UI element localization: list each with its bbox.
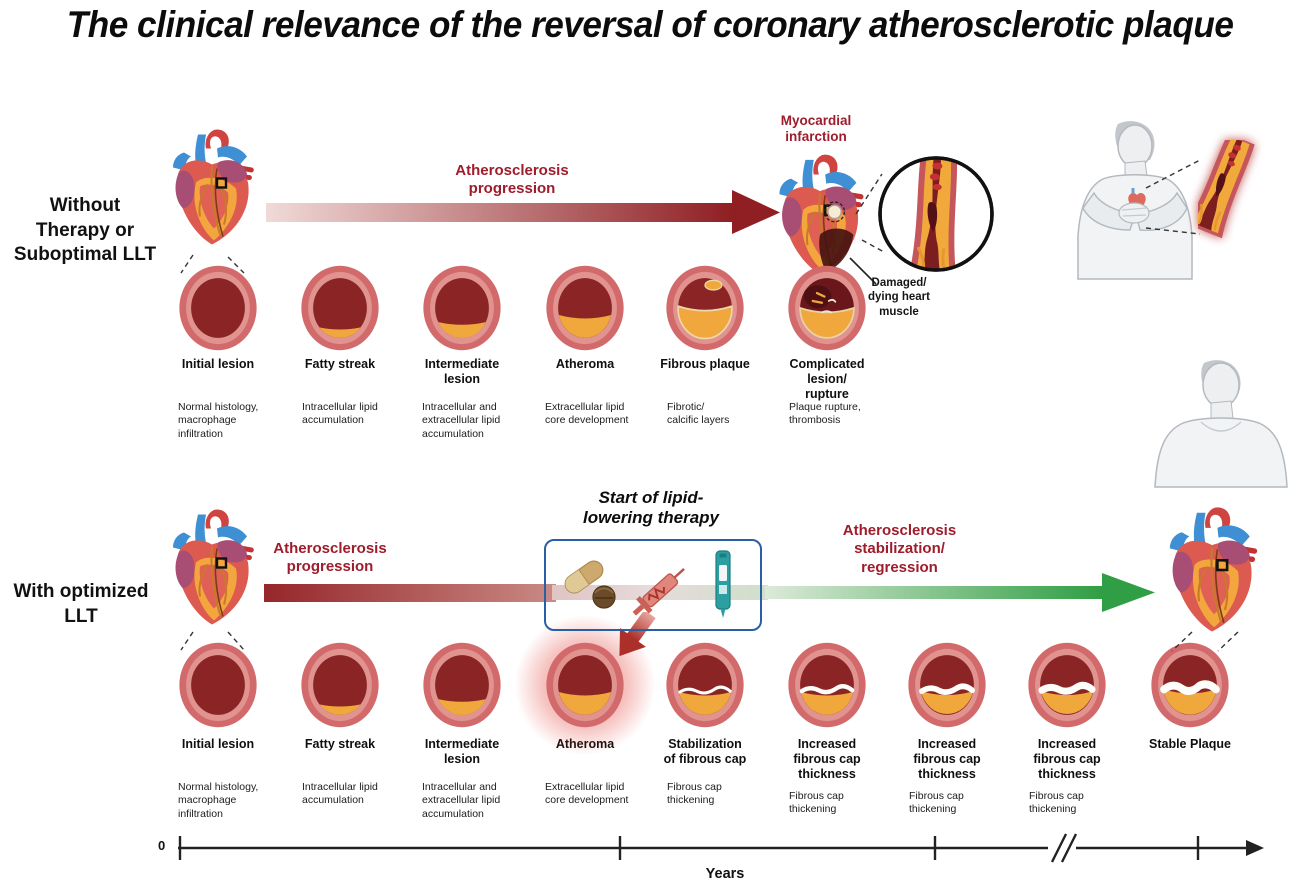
row-label-without-llt: Without Therapy or Suboptimal LLT [13,195,157,266]
tablet-icon [592,585,616,609]
progression-arrow-bottom [264,584,556,602]
heart-illustration-baseline-top [162,120,262,255]
heart-illustration-infarcted [768,146,872,284]
occluded-artery-longitudinal [908,158,958,270]
stage-name: Fibrous plaque [660,357,750,371]
years-axis [178,832,1264,864]
vessel-cross-section [298,264,382,352]
chest-pain-person-figure [1077,121,1193,280]
stage-desc: Intracellular lipid accumulation [302,781,378,807]
vessel-cross-section [663,264,747,352]
vessel-cross-section [420,264,504,352]
stage-desc: Intracellular and extracellular lipid ac… [422,401,501,440]
stage-desc: Normal histology, macrophage infiltratio… [178,401,259,440]
stage-desc: Fibrous cap thickening [1029,790,1084,816]
stage-name: Initial lesion [181,357,255,371]
vessel-cross-section [543,264,627,352]
stage-name: Stable Plaque [1149,737,1231,751]
regression-arrow [765,573,1155,612]
stage-name: Increased fibrous cap thickness [1033,737,1101,781]
stage-name: Fatty streak [304,737,376,751]
figure-title-row: The clinical relevance of the reversal o… [0,4,1300,46]
stage-name: Atheroma [555,357,615,371]
figure-title: The clinical relevance of the reversal o… [66,4,1234,45]
row-label-with-llt: With optimized LLT [13,581,149,627]
stage-desc: Plaque rupture, thrombosis [789,401,861,427]
stage-name: Stabilization of fibrous cap [663,737,747,766]
vessel-cross-section [1148,641,1232,729]
injection-pen-icon [715,550,731,618]
therapy-icons [564,550,731,618]
stage-desc: Extracellular lipid core development [545,781,629,807]
damaged-muscle-note: Damaged/ dying heart muscle [868,277,930,318]
stage-desc: Fibrous cap thickening [909,790,964,816]
stage-name: Increased fibrous cap thickness [913,737,981,781]
syringe-icon [632,568,685,616]
vessel-cross-section-highlighted [515,613,655,757]
therapy-to-atheroma-arrow [619,612,656,657]
vessel-cross-section [1025,641,1109,729]
capsule-icon [564,560,604,594]
stage-desc: Intracellular lipid accumulation [302,401,378,427]
stage-name: Initial lesion [181,737,255,751]
healthy-person-figure [1154,360,1288,488]
lipid-lowering-therapy-box [544,539,762,631]
vessel-cross-section [905,641,989,729]
myocardial-infarction-label: Myocardial infarction [780,113,852,145]
regression-arrow-label: Atherosclerosis stabilization/ regressio… [842,522,957,576]
vessel-cross-section [298,641,382,729]
progression-arrow-label-top: Atherosclerosis progression [455,162,569,198]
stage-desc: Fibrotic/ calcific layers [667,401,730,427]
stage-name: Intermediate lesion [424,357,500,386]
vessel-cross-section [785,264,869,352]
vessel-cross-section [176,641,260,729]
stage-name: Increased fibrous cap thickness [793,737,861,781]
vessel-cross-section [420,641,504,729]
occluded-artery-magnifier [878,156,994,272]
progression-arrow-top [266,190,780,234]
stage-name: Complicated lesion/ rupture [789,357,865,401]
stage-desc: Normal histology, macrophage infiltratio… [178,781,259,820]
axis-origin-label: 0 [158,838,166,853]
vessel-cross-section [663,641,747,729]
vessel-cross-section [785,641,869,729]
stage-desc: Intracellular and extracellular lipid ac… [422,781,501,820]
stage-desc: Extracellular lipid core development [545,401,629,427]
vessel-cross-section [176,264,260,352]
stage-desc: Fibrous cap thickening [667,781,722,807]
blocked-artery-callout [1198,140,1255,239]
heart-illustration-stabilized [1158,500,1266,640]
stage-name: Fatty streak [304,357,376,371]
axis-arrowhead [1246,840,1264,856]
heart-illustration-baseline-bottom [162,500,262,635]
stage-desc: Fibrous cap thickening [789,790,844,816]
stage-name: Intermediate lesion [424,737,500,766]
therapy-start-label: Start of lipid- lowering therapy [582,488,720,528]
progression-arrow-label-bottom: Atherosclerosis progression [273,540,387,576]
axis-years-label: Years [705,866,745,882]
